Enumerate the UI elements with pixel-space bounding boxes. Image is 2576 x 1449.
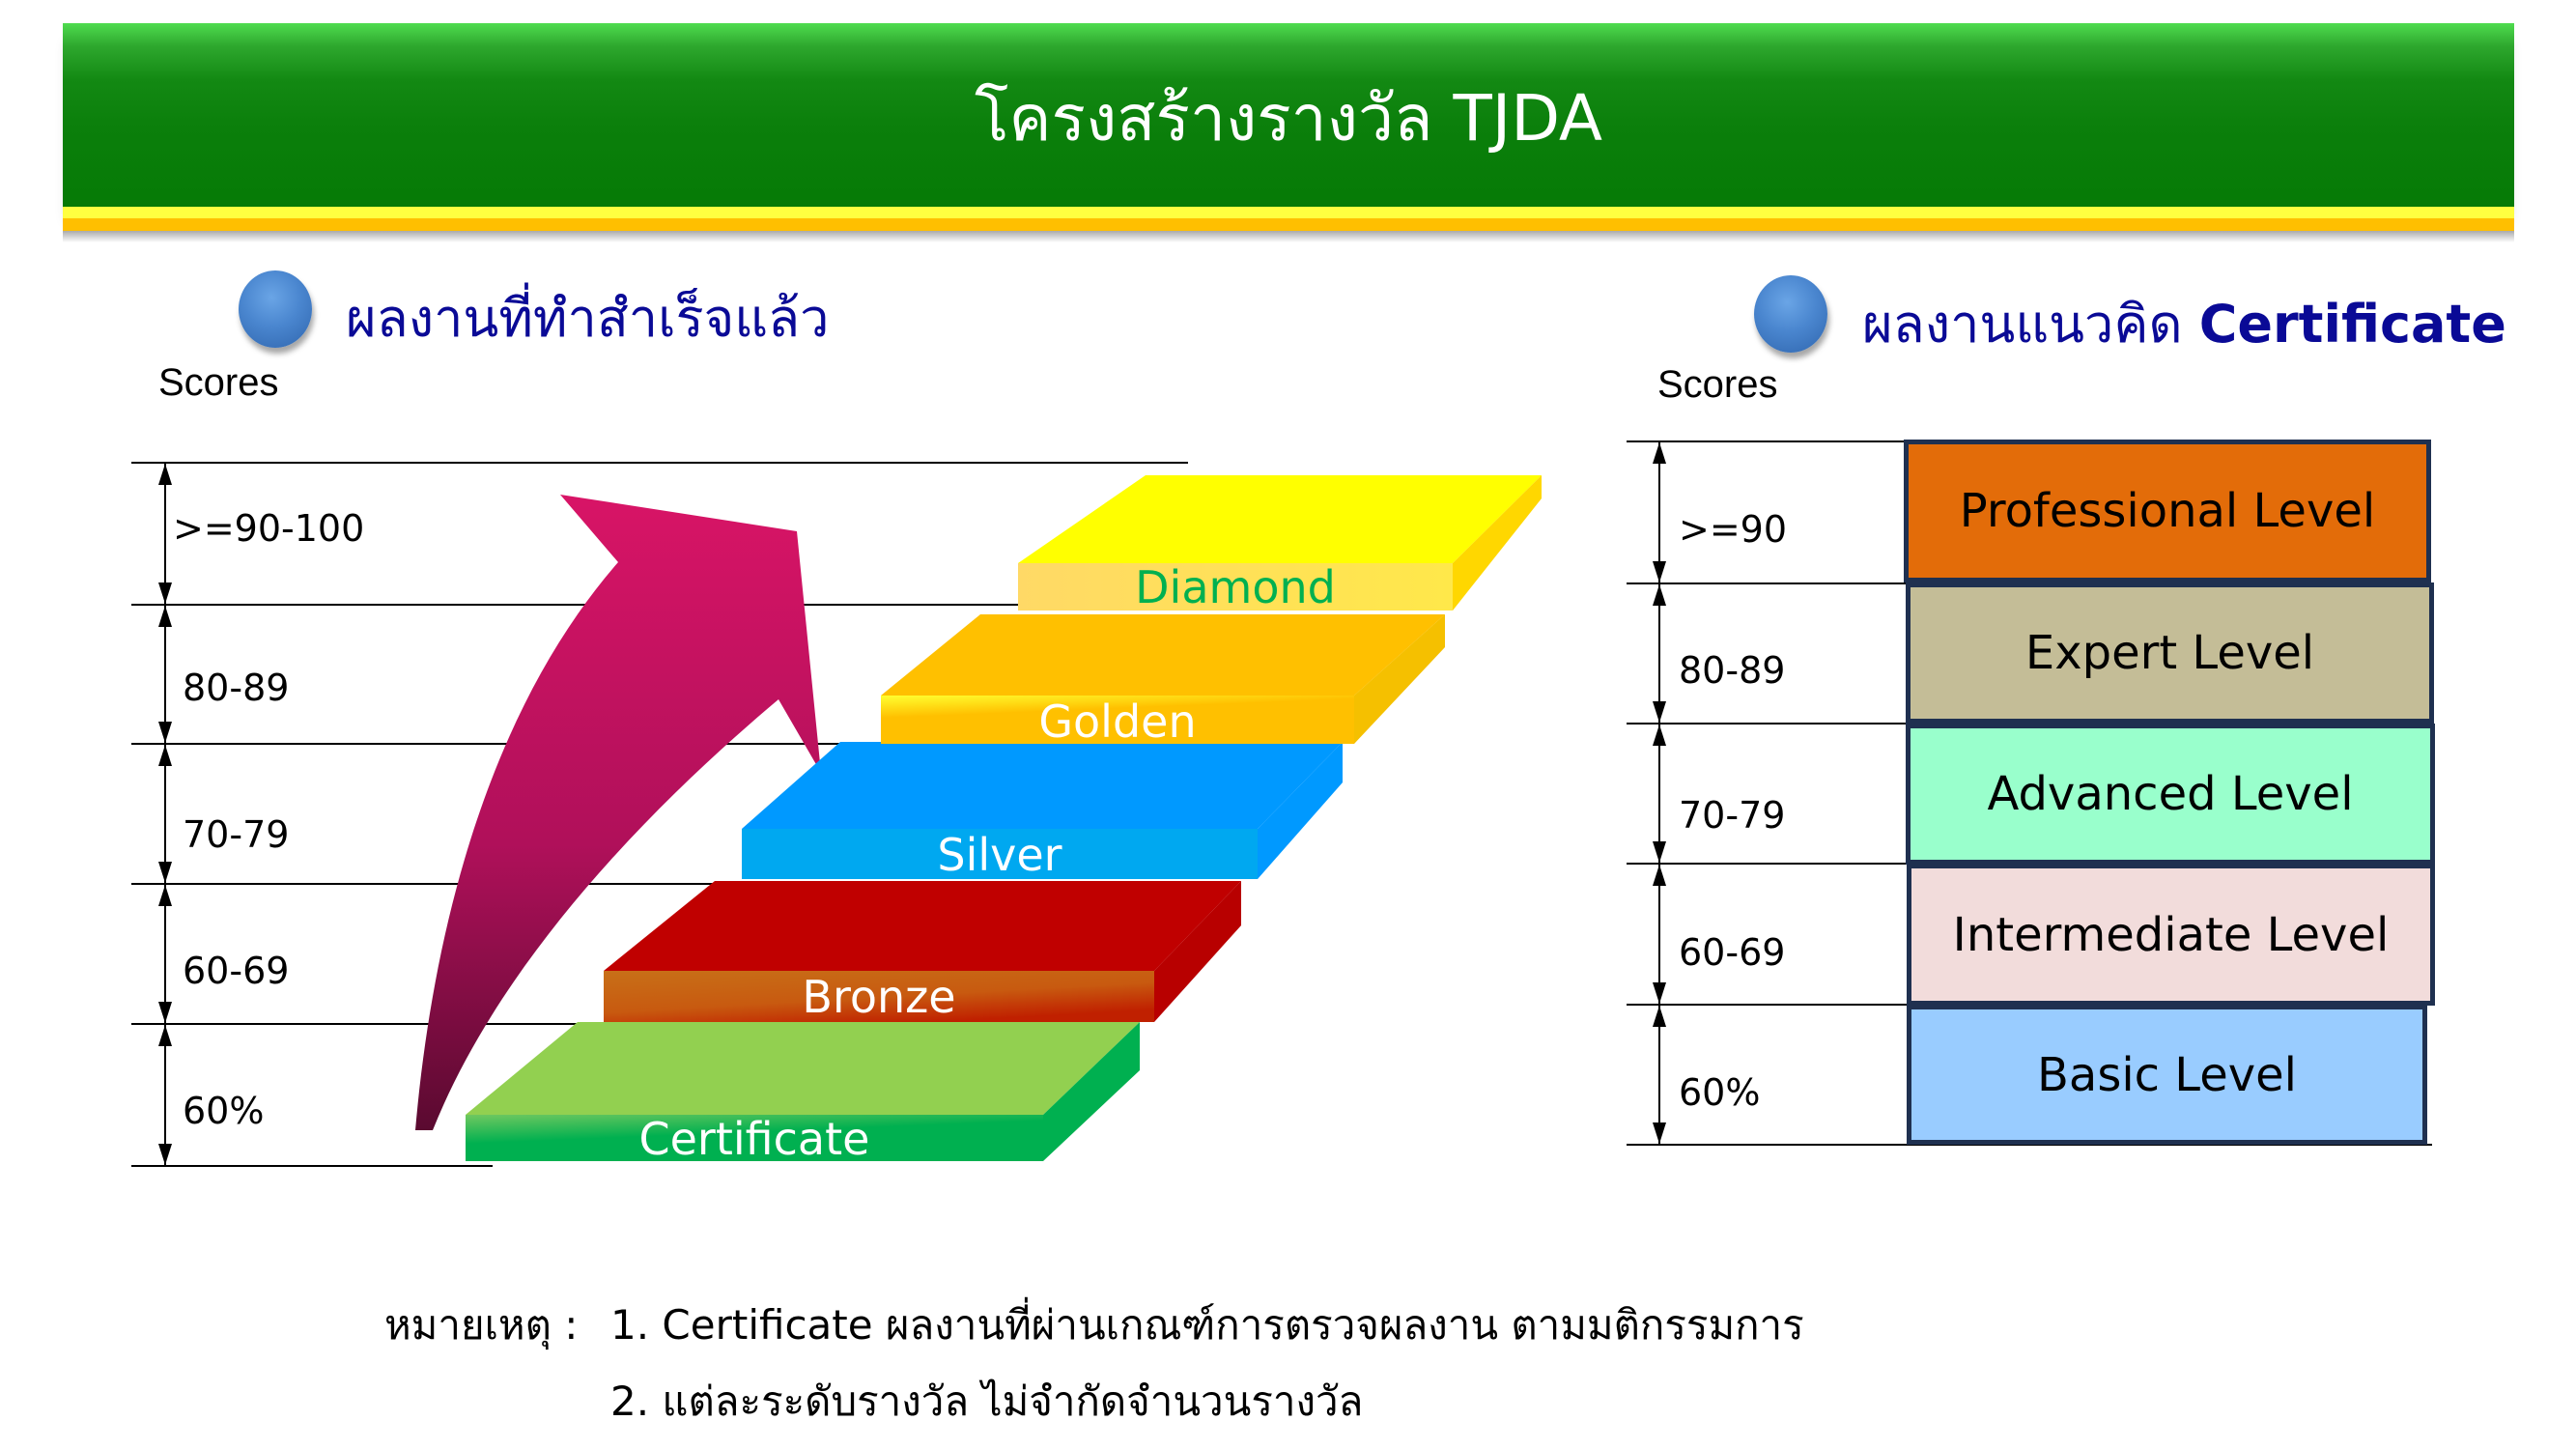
- arrow-down-icon: [158, 1002, 172, 1023]
- right-title-en: Certificate: [2198, 294, 2506, 355]
- level-box-basic: Basic Level: [1907, 1005, 2427, 1145]
- arrow-up-icon: [1653, 584, 1666, 606]
- certificate-step-top: [466, 1022, 1140, 1115]
- diamond-step-side: [1453, 475, 1542, 611]
- arrow-down-icon: [1653, 1122, 1666, 1144]
- title-banner: โครงสร้างรางวัล TJDA: [63, 23, 2514, 213]
- arrow-up-icon: [158, 464, 172, 485]
- golden-step-side: [1354, 614, 1445, 744]
- range-label: >=90: [1679, 508, 1788, 551]
- blue-circle-bullet-icon: [1754, 275, 1827, 353]
- banner-yellow-band: [63, 207, 2514, 218]
- scale-line-top: [131, 462, 1188, 464]
- range-label: 70-79: [1679, 794, 1786, 837]
- banner-shadow: [63, 231, 2514, 242]
- curved-arrow-icon: [415, 495, 821, 1130]
- scale-line: [131, 883, 750, 885]
- arrow-up-icon: [1653, 442, 1666, 464]
- arrow-down-icon: [158, 582, 172, 604]
- diamond-step-front: [1018, 563, 1453, 611]
- arrow-up-icon: [1653, 1006, 1666, 1027]
- level-label: Advanced Level: [1987, 767, 2354, 821]
- right-scores-label: Scores: [1657, 363, 1778, 406]
- arrow-down-icon: [158, 1144, 172, 1165]
- banner-gold-band: [63, 218, 2514, 231]
- scale-line-bottom: [131, 1165, 493, 1167]
- scale-line: [1627, 1004, 1907, 1006]
- bronze-step-side: [1154, 881, 1241, 1022]
- arrow-down-icon: [1653, 982, 1666, 1004]
- silver-step-top: [742, 742, 1343, 829]
- silver-step-front: [742, 829, 1258, 879]
- arrow-down-icon: [158, 862, 172, 883]
- level-box-expert: Expert Level: [1906, 582, 2434, 724]
- certificate-step-front: [466, 1115, 1043, 1161]
- scale-line: [131, 604, 1020, 606]
- arrow-up-icon: [158, 1025, 172, 1046]
- award-staircase: [466, 475, 1542, 1161]
- bronze-step-front: [604, 971, 1154, 1022]
- arrow-up-icon: [1653, 865, 1666, 886]
- scale-line: [131, 1023, 605, 1025]
- scale-line-bottom: [1627, 1144, 2432, 1146]
- level-box-professional: Professional Level: [1904, 440, 2431, 582]
- scale-line: [1627, 863, 1907, 865]
- range-label: 70-79: [183, 813, 290, 856]
- note-item: 1. Certificate ผลงานที่ผ่านเกณฑ์การตรวจผ…: [610, 1301, 1804, 1349]
- level-label: Intermediate Level: [1952, 907, 2390, 962]
- arrow-down-icon: [1653, 841, 1666, 863]
- arrow-down-icon: [158, 722, 172, 743]
- level-box-advanced: Advanced Level: [1906, 724, 2435, 865]
- left-scores-label: Scores: [158, 361, 279, 404]
- level-label: Professional Level: [1959, 484, 2376, 538]
- arrow-down-icon: [1653, 701, 1666, 723]
- step-label-bronze: Bronze: [802, 971, 956, 1023]
- right-title-thai: ผลงานแนวคิด: [1862, 294, 2183, 355]
- level-box-intermediate: Intermediate Level: [1907, 864, 2435, 1006]
- arrow-down-icon: [1653, 561, 1666, 582]
- level-label: Basic Level: [2036, 1047, 2298, 1102]
- scale-line: [1627, 582, 1907, 584]
- range-label: 60%: [1679, 1071, 1761, 1114]
- diamond-step-top: [1018, 475, 1542, 563]
- range-label: 80-89: [183, 667, 290, 709]
- blue-circle-bullet-icon: [239, 270, 312, 348]
- range-label: 60-69: [1679, 931, 1786, 974]
- page-title: โครงสร้างรางวัล TJDA: [974, 80, 1603, 156]
- range-label: 80-89: [1679, 649, 1786, 692]
- golden-step-front: [881, 696, 1354, 744]
- range-label: 60-69: [183, 950, 290, 992]
- level-label: Expert Level: [2024, 626, 2315, 680]
- scale-line: [1627, 723, 1907, 724]
- golden-step-top: [881, 614, 1445, 696]
- step-label-golden: Golden: [1038, 696, 1197, 748]
- arrow-up-icon: [1653, 724, 1666, 746]
- arrow-up-icon: [158, 606, 172, 627]
- arrow-up-icon: [158, 745, 172, 766]
- scale-line-top: [1627, 440, 1907, 442]
- range-label: 60%: [183, 1090, 265, 1132]
- arrow-up-icon: [158, 885, 172, 906]
- notes-prefix: หมายเหตุ :: [384, 1301, 579, 1349]
- silver-step-side: [1258, 742, 1343, 879]
- certificate-step-side: [1043, 1022, 1140, 1161]
- step-label-certificate: Certificate: [638, 1113, 870, 1165]
- right-section-title: ผลงานแนวคิด Certificate: [1862, 282, 2506, 365]
- note-item: 2. แต่ละระดับรางวัล ไม่จำกัดจำนวนรางวัล: [610, 1378, 1364, 1425]
- range-label: >=90-100: [173, 507, 365, 550]
- step-label-silver: Silver: [937, 829, 1062, 881]
- left-section-title: ผลงานที่ทำสำเร็จแล้ว: [346, 288, 830, 349]
- step-label-diamond: Diamond: [1135, 561, 1336, 613]
- bronze-step-top: [604, 881, 1241, 971]
